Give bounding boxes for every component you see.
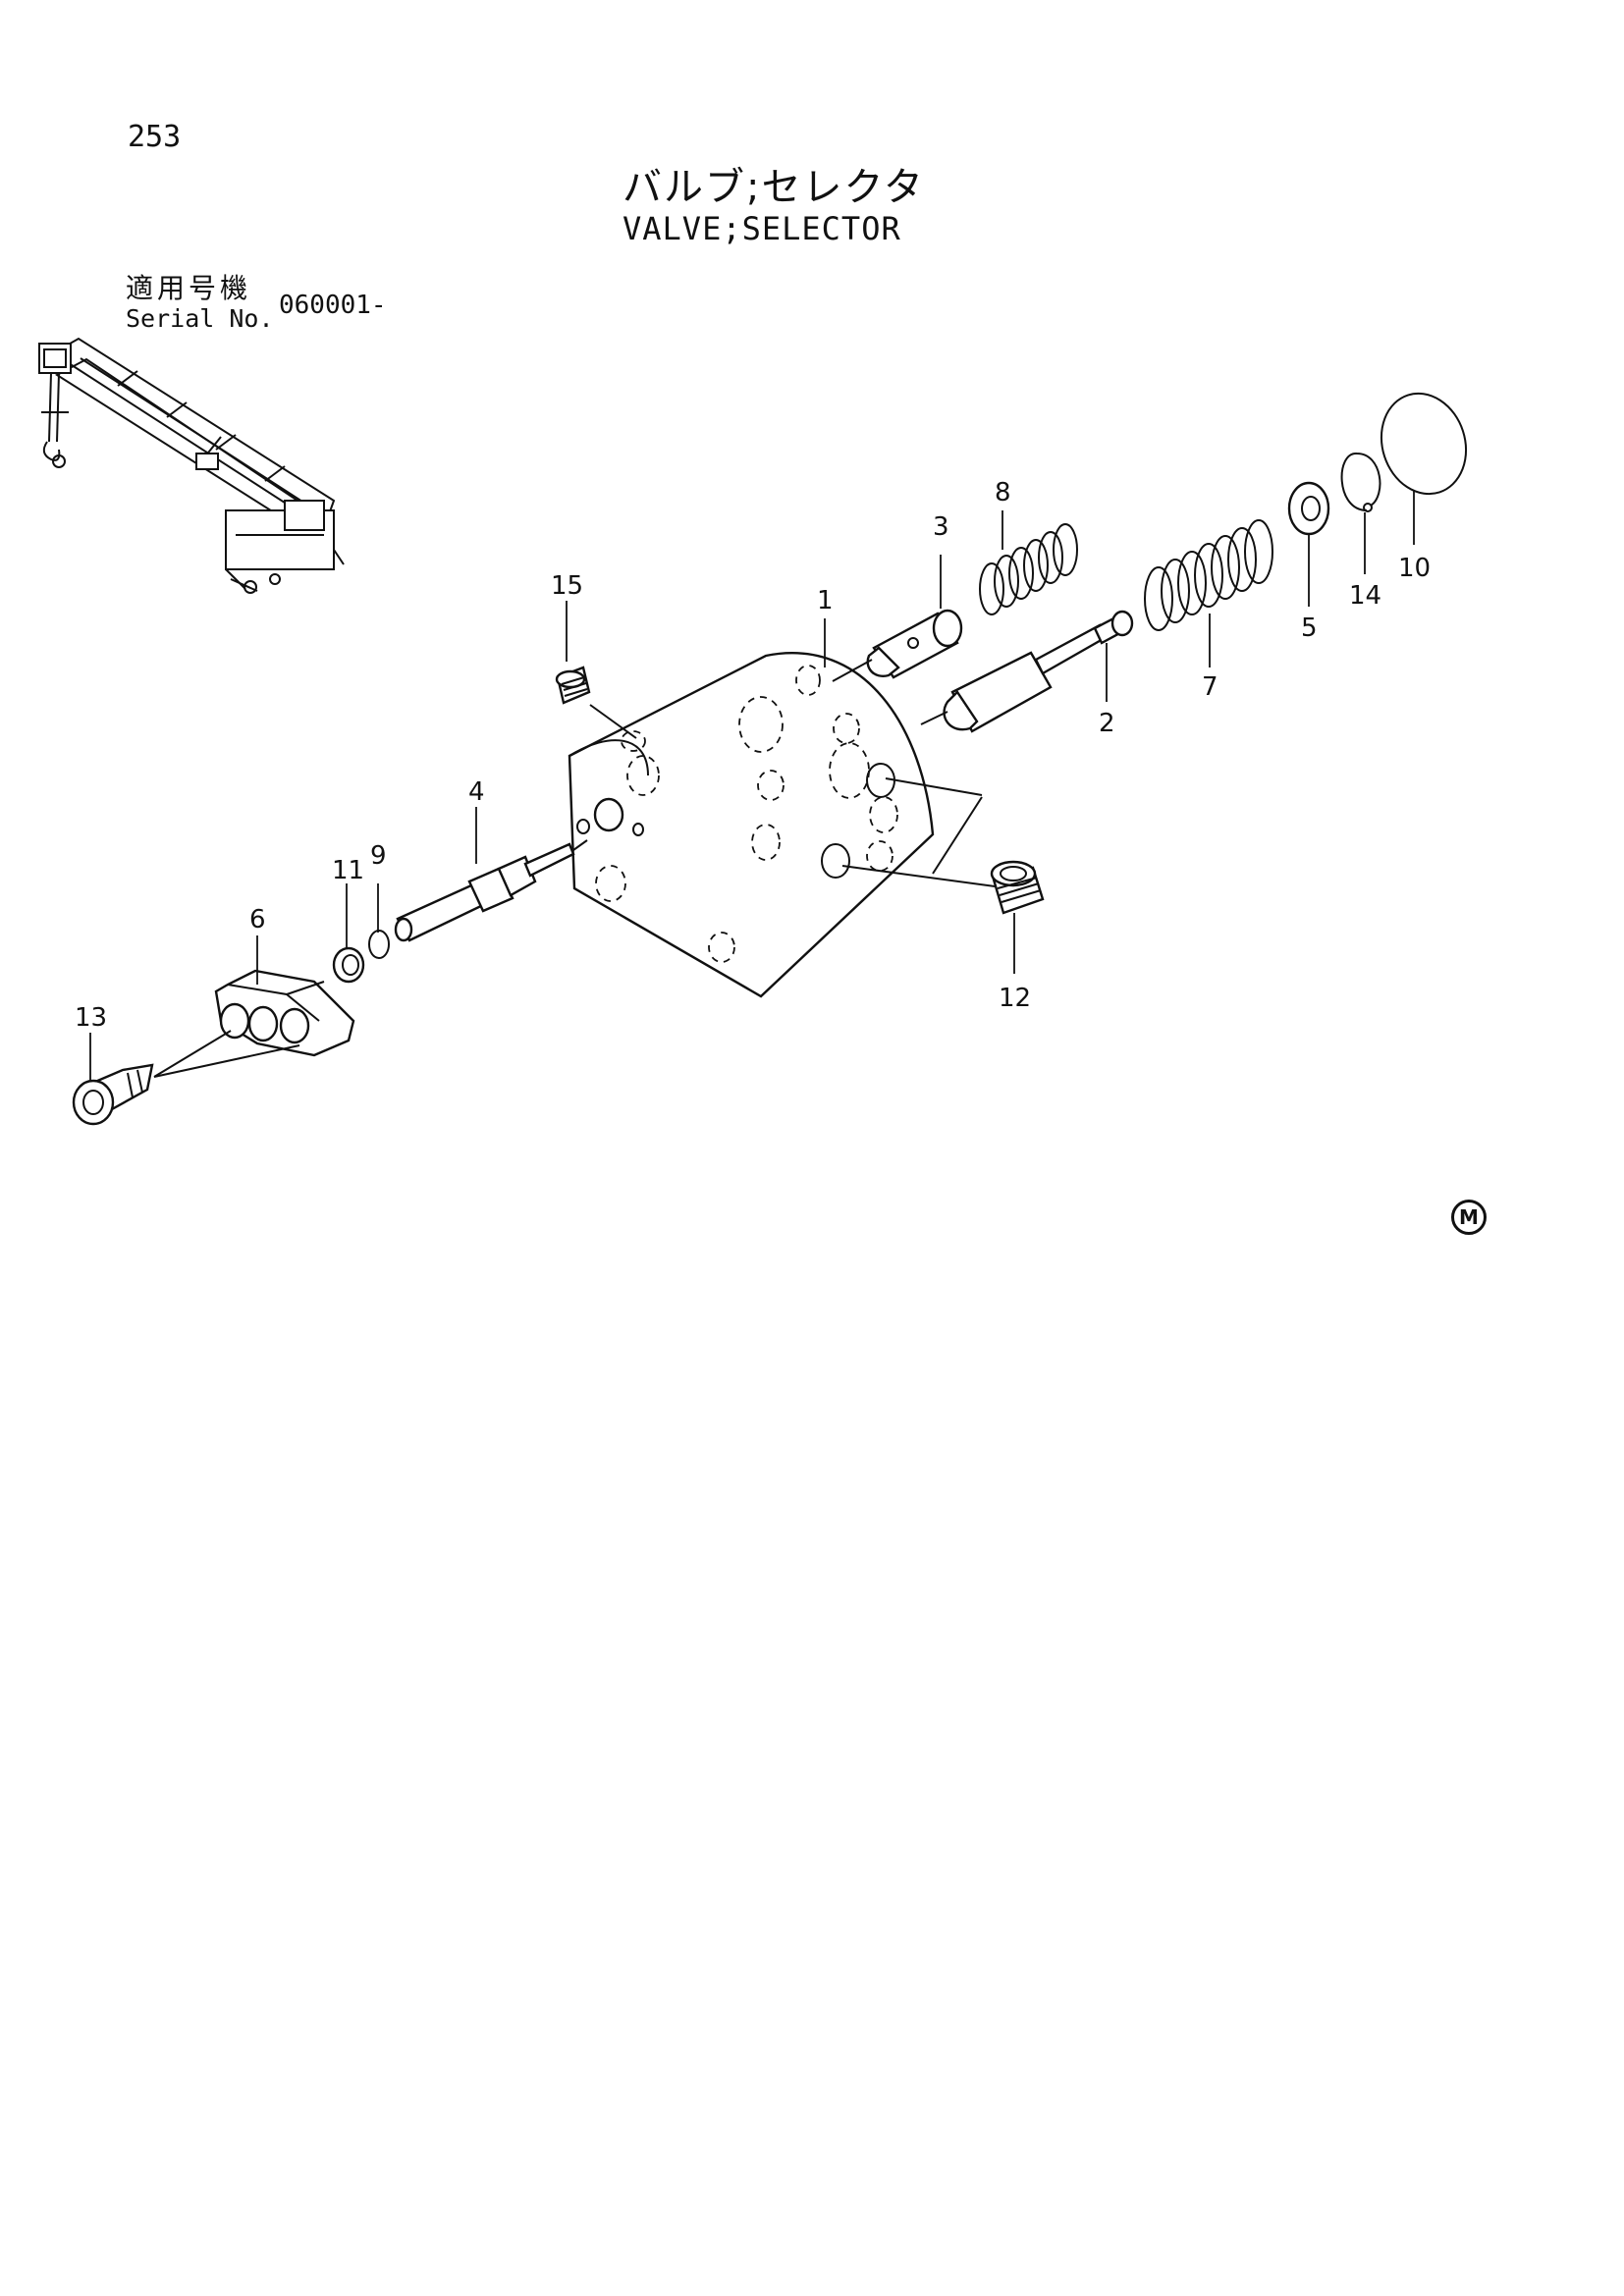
title-japanese: バルブ;セレクタ <box>623 165 925 210</box>
callout-6: 6 <box>249 905 266 934</box>
serial-label-english: Serial No. <box>126 304 274 333</box>
callout-13: 13 <box>75 1003 107 1033</box>
leader-lines <box>89 491 1415 1080</box>
spring-part-7 <box>1144 519 1273 631</box>
callout-14: 14 <box>1349 581 1381 611</box>
callout-1: 1 <box>817 586 834 615</box>
callout-7: 7 <box>1202 672 1218 702</box>
title-english: VALVE;SELECTOR <box>623 210 901 247</box>
snap-ring-part-14 <box>1340 452 1381 512</box>
washer-part-5 <box>1287 481 1330 536</box>
block-part-6 <box>214 969 355 1057</box>
callout-10: 10 <box>1398 554 1431 583</box>
callout-4: 4 <box>468 777 485 807</box>
ring-part-11 <box>332 946 365 984</box>
valve-body-part-1 <box>568 652 1010 998</box>
spring-part-8 <box>979 523 1078 615</box>
m-mark-icon: M <box>1451 1200 1487 1235</box>
spool-part-2 <box>920 610 1134 733</box>
shaft-part-4 <box>394 839 588 942</box>
o-ring-part-9 <box>368 930 390 959</box>
callout-3: 3 <box>933 512 949 542</box>
bolt-part-13 <box>72 1030 300 1126</box>
callout-15: 15 <box>551 571 583 601</box>
callout-11: 11 <box>332 856 364 885</box>
callout-9: 9 <box>370 841 387 871</box>
callout-8: 8 <box>995 478 1011 507</box>
plug-part-12 <box>990 860 1045 915</box>
page-number: 253 <box>128 120 182 154</box>
crane-thumbnail-illustration <box>38 337 345 594</box>
poppet-part-3 <box>832 609 963 682</box>
plug-part-15 <box>555 666 591 705</box>
serial-number-value: 060001- <box>279 291 387 320</box>
callout-5: 5 <box>1301 614 1318 643</box>
callout-12: 12 <box>999 984 1031 1013</box>
callout-2: 2 <box>1099 709 1115 738</box>
callout-labels: 1 2 3 4 5 6 7 8 9 10 11 12 13 14 15 <box>75 478 1431 1033</box>
serial-label-japanese: 適用号機 <box>126 272 252 304</box>
o-ring-part-10 <box>1380 392 1468 496</box>
